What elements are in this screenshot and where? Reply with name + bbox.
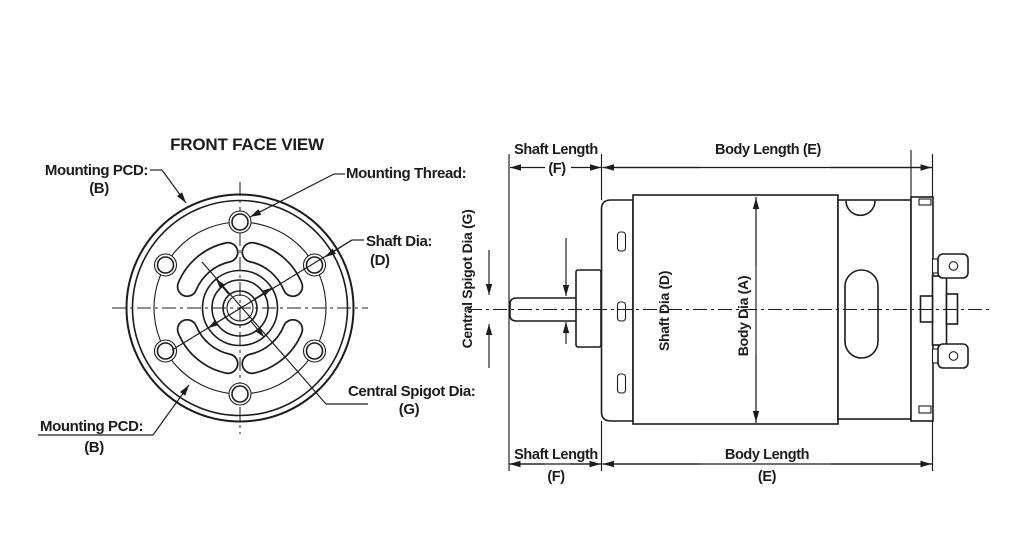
main-body [632, 194, 839, 425]
shaft-outer-circle [222, 290, 258, 326]
mounting-pcd-bottom-ref: (B) [84, 439, 104, 456]
vent-slot-small [616, 373, 627, 394]
diameter-callout-lines [171, 239, 368, 405]
end-cap-tab-top [918, 198, 932, 206]
shaft-dia-vertical-label: Shaft Dia (D) [656, 271, 672, 351]
central-spigot-circle [201, 269, 279, 347]
spigot-inner-circle [211, 279, 269, 337]
mounting-pcd-bottom-label: Mounting PCD: [40, 418, 143, 435]
mounting-thread-label: Mounting Thread: [346, 165, 466, 182]
brush-notch [845, 200, 876, 217]
rear-bearing-plate [931, 275, 948, 346]
mounting-hole [302, 253, 327, 277]
body-length-bottom-ref: (E) [758, 469, 777, 485]
shaft-inner-circle [226, 294, 254, 322]
mounting-hole [302, 339, 327, 363]
shaft-dia-label: Shaft Dia: [366, 233, 432, 250]
mounting-hole [228, 210, 252, 234]
shaft-dia-ref: (D) [370, 252, 390, 269]
front-face-view: FRONT FACE VIEW Mounting PCD: (B) Mounti… [38, 135, 476, 456]
body-length-bottom-label: Body Length [725, 447, 809, 463]
end-cap-tab-bottom [918, 405, 932, 414]
terminal-bottom [931, 343, 969, 369]
motor-inner-rim-circle [131, 199, 349, 417]
terminal-hole [948, 351, 959, 361]
shaft-length-top-ref: (F) [548, 161, 566, 177]
central-spigot-dia-vertical-label: Central Spigot Dia (G) [459, 210, 475, 349]
mounting-hole [228, 382, 252, 406]
side-view: Shaft Length (F) Body Length (E) Central… [459, 142, 990, 485]
leader-lines [38, 169, 364, 436]
body-length-top-label: Body Length (E) [715, 142, 822, 158]
terminal-top [931, 253, 969, 279]
shaft-length-bottom-label: Shaft Length [514, 447, 598, 463]
body-dia-vertical-label: Body Dia (A) [735, 276, 751, 356]
shaft-length-top-label: Shaft Length [514, 142, 598, 158]
stadium-vent-cutout [844, 269, 879, 359]
vent-slots [176, 241, 304, 375]
motor-body [509, 194, 969, 425]
mounting-pcd-top-ref: (B) [89, 180, 109, 197]
front-view-title: FRONT FACE VIEW [170, 135, 325, 154]
shaft-length-bottom-ref: (F) [547, 469, 565, 485]
terminal-hole [948, 261, 959, 271]
central-spigot-ref: (G) [399, 401, 420, 418]
vent-slot-small [616, 301, 627, 322]
vent-slot-small [616, 231, 627, 252]
mounting-pcd-top-label: Mounting PCD: [45, 162, 148, 179]
mounting-hole [153, 339, 178, 363]
central-spigot-label: Central Spigot Dia: [348, 383, 475, 400]
motor-outer-rim-circle [125, 193, 355, 423]
extension-lines [508, 150, 934, 471]
mounting-hole [153, 253, 178, 277]
central-spigot-collar [575, 269, 602, 348]
